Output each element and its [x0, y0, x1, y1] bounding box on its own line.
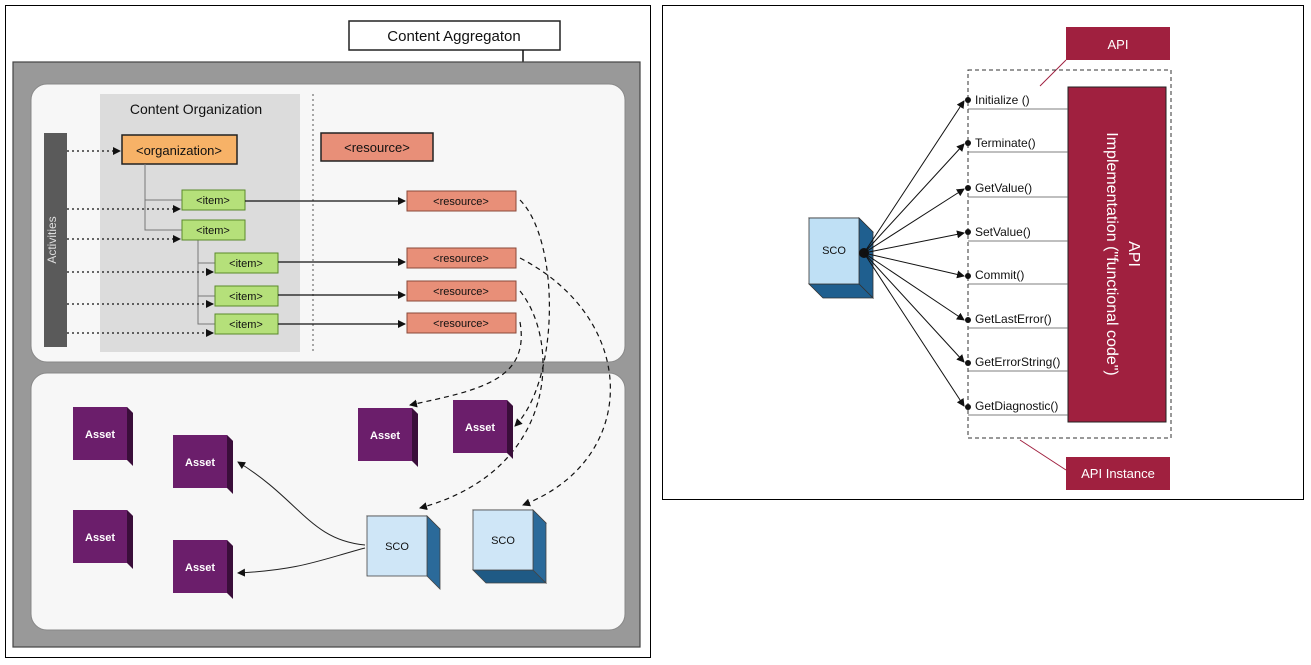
asset-label: Asset — [85, 532, 115, 544]
resource-legend-label: <resource> — [344, 140, 410, 155]
resource-sco-link — [519, 257, 611, 507]
api-instance-boundary — [967, 69, 1172, 439]
sco-right-label: SCO — [822, 245, 846, 257]
api-function-label: Terminate() — [975, 136, 1036, 150]
api-instance-pointer — [1019, 439, 1067, 471]
item-node — [181, 189, 246, 211]
resource-label: <resource> — [433, 286, 489, 298]
asset-cube: Asset — [73, 510, 133, 569]
api-function-label: GetLastError() — [975, 312, 1052, 326]
api-function-row: Terminate() — [863, 136, 1068, 254]
api-function-row: GetDiagnostic() — [863, 252, 1068, 416]
activities-bar — [44, 133, 67, 347]
resource-node — [406, 312, 517, 334]
item-label: <item> — [196, 225, 230, 237]
sco-cube-right: SCO — [808, 217, 874, 299]
item-label: <item> — [229, 319, 263, 331]
api-function-label: SetValue() — [975, 225, 1031, 239]
item-label: <item> — [196, 195, 230, 207]
api-function-label: Initialize () — [975, 93, 1030, 107]
resource-label: <resource> — [433, 253, 489, 265]
api-label-box — [1066, 27, 1170, 60]
api-function-label: GetDiagnostic() — [975, 399, 1058, 413]
api-instance-label: API Instance — [1081, 466, 1155, 481]
sco-label: SCO — [491, 535, 515, 547]
content-aggregation-box — [348, 20, 561, 51]
item-label: <item> — [229, 258, 263, 270]
resource-sco-link — [419, 290, 544, 511]
api-instance-label-box — [1066, 457, 1170, 490]
sco-cube: SCO — [366, 515, 441, 590]
tree-connector — [144, 200, 182, 231]
resource-node — [406, 190, 517, 212]
item-node — [214, 252, 279, 274]
asset-cube: Asset — [358, 408, 418, 467]
asset-cube: Asset — [173, 435, 233, 494]
resource-node — [406, 280, 517, 302]
content-aggregation-label: Content Aggregaton — [387, 28, 520, 45]
api-implementation-line: Implementation ("functional code") — [1103, 132, 1120, 375]
content-organization-title: Content Organization — [130, 101, 262, 117]
api-diagram-panel — [662, 5, 1304, 500]
asset-label: Asset — [85, 429, 115, 441]
api-implementation-text: API Implementation ("functional code") — [1103, 132, 1142, 375]
sco-asset-link — [237, 547, 366, 577]
activities-label: Activities — [45, 216, 59, 263]
asset-cube: Asset — [453, 400, 513, 459]
api-function-row: Initialize () — [863, 93, 1068, 254]
sco-label: SCO — [385, 541, 409, 553]
api-implementation-box — [1067, 86, 1167, 423]
asset-label: Asset — [465, 422, 495, 434]
resource-legend-node — [320, 132, 434, 162]
asset-label: Asset — [185, 562, 215, 574]
tree-connector — [197, 296, 215, 325]
resource-label: <resource> — [433, 196, 489, 208]
api-function-row: SetValue() — [863, 225, 1068, 254]
api-function-row: GetErrorString() — [863, 252, 1068, 372]
resource-asset-link — [514, 199, 550, 427]
resource-asset-link — [409, 321, 522, 408]
api-function-row: Commit() — [863, 252, 1068, 285]
asset-label: Asset — [185, 457, 215, 469]
api-function-label: GetErrorString() — [975, 355, 1060, 369]
api-function-label: Commit() — [975, 268, 1024, 282]
api-label: API — [1108, 37, 1129, 52]
api-function-row: GetValue() — [863, 181, 1068, 254]
asset-cube: Asset — [173, 540, 233, 599]
item-label: <item> — [229, 291, 263, 303]
api-label-pointer — [1039, 59, 1067, 87]
api-function-label: GetValue() — [975, 181, 1032, 195]
resource-label: <resource> — [433, 318, 489, 330]
item-node — [214, 285, 279, 307]
api-implementation-line: API — [1125, 241, 1142, 267]
resource-node — [406, 247, 517, 269]
sco-cube: SCO — [472, 509, 547, 584]
asset-label: Asset — [370, 430, 400, 442]
sco-asset-link — [237, 461, 366, 546]
organization-label: <organization> — [136, 143, 222, 158]
asset-cube: Asset — [73, 407, 133, 466]
api-function-row: GetLastError() — [863, 252, 1068, 329]
item-node — [181, 219, 246, 241]
organization-node — [121, 134, 238, 165]
